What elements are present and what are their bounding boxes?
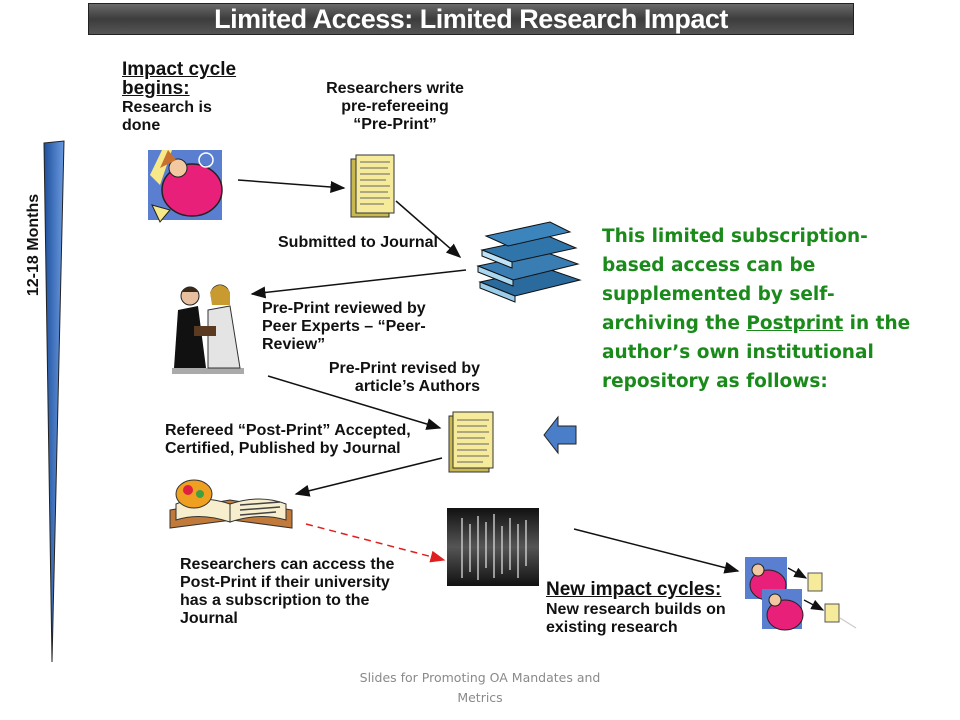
access-label: Researchers can access the Post-Print if… xyxy=(180,556,395,627)
accepted-label: Refereed “Post-Print” Accepted, Certifie… xyxy=(165,422,411,457)
open-journal-icon xyxy=(169,479,293,529)
dashed-access-arrow xyxy=(305,523,446,563)
scientist-icon xyxy=(148,150,223,223)
flow-arrow xyxy=(573,528,740,574)
flow-arrow xyxy=(250,269,467,299)
flow-arrow xyxy=(237,179,346,193)
revised-label: Pre-Print revised by article’s Authors xyxy=(328,360,480,395)
self-archiving-note: This limited subscription-based access c… xyxy=(602,226,911,392)
submitted-label: Submitted to Journal xyxy=(278,234,438,251)
new-impact-cycles-label: New impact cycles: New research builds o… xyxy=(546,579,726,636)
subscription-barrier-image xyxy=(447,508,539,586)
peer-review-label: Pre-Print reviewed by Peer Experts – “Pe… xyxy=(262,300,426,353)
postprint-document-icon xyxy=(448,411,494,473)
timeline-label: 12-18 Months xyxy=(25,193,42,297)
impact-cycle-begins-label: Impact cycle begins: Research is done xyxy=(122,59,237,134)
flow-arrow xyxy=(267,375,442,430)
left-arrow-icon xyxy=(543,415,577,455)
postprint-term: Postprint xyxy=(746,313,844,334)
new-impact-cycles-icon xyxy=(745,557,857,631)
timeline-wedge xyxy=(43,140,65,663)
write-preprint-label: Researchers write pre-refereeing “Pre-Pr… xyxy=(326,80,464,133)
flow-arrow xyxy=(294,457,443,497)
slide-footer: Slides for Promoting OA Mandates and Met… xyxy=(359,670,601,705)
peer-reviewers-icon xyxy=(172,284,244,374)
page-title: Limited Access: Limited Research Impact xyxy=(214,4,728,34)
journal-stack-icon xyxy=(476,221,582,303)
preprint-document-icon xyxy=(350,154,395,218)
title-banner: Limited Access: Limited Research Impact xyxy=(88,3,854,35)
flow-arrow xyxy=(395,200,462,258)
